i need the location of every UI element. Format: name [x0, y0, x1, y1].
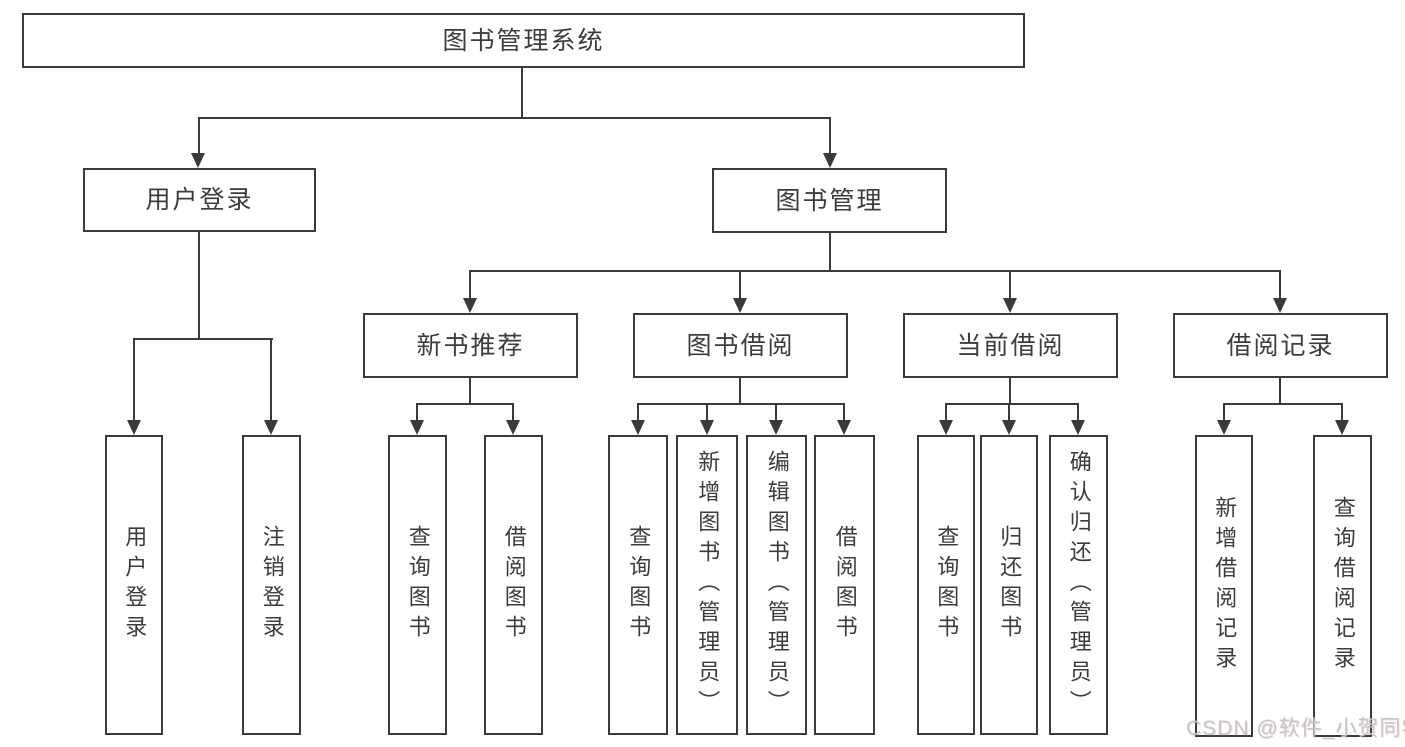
arrowhead-leaf-query-books-2 — [631, 420, 645, 435]
node-borrow-records: 借阅记录 — [1173, 313, 1388, 378]
leaf-edit-book-admin-label: 编辑图书（管理员） — [764, 450, 790, 720]
leaf-query-books-3-label: 查询图书 — [934, 525, 960, 645]
connector-to-leaf-logout — [270, 338, 272, 422]
leaf-add-book-admin-label: 新增图书（管理员） — [695, 450, 721, 720]
arrowhead-leaf-confirm-return — [1071, 420, 1085, 435]
connector-book-borrow-bar — [638, 403, 845, 405]
connector-to-leaf-borrow-books-1 — [512, 403, 514, 422]
leaf-logout: 注销登录 — [242, 435, 301, 735]
arrowhead-leaf-return-book — [1002, 420, 1016, 435]
arrowhead-borrow-records — [1273, 298, 1287, 313]
leaf-borrow-books-1: 借阅图书 — [484, 435, 543, 735]
leaf-borrow-books-1-label: 借阅图书 — [501, 525, 527, 645]
node-new-book-recommend-label: 新书推荐 — [416, 331, 525, 360]
connector-to-user-login — [198, 117, 200, 155]
connector-current-borrow-stem — [1009, 378, 1011, 405]
leaf-add-borrow-record-label: 新增借阅记录 — [1212, 496, 1238, 676]
leaf-add-book-admin: 新增图书（管理员） — [676, 435, 738, 735]
node-user-login: 用户登录 — [83, 168, 316, 232]
csdn-watermark: CSDN @软件_小贺同学 — [1186, 717, 1405, 740]
arrowhead-book-borrow — [733, 298, 747, 313]
connector-user-login-bar — [133, 338, 273, 340]
connector-new-book-stem — [469, 378, 471, 405]
node-borrow-records-label: 借阅记录 — [1226, 331, 1335, 360]
leaf-return-book: 归还图书 — [980, 435, 1038, 735]
connector-to-leaf-borrow-books-2 — [843, 403, 845, 422]
node-root-label: 图书管理系统 — [442, 26, 605, 55]
node-root: 图书管理系统 — [22, 13, 1025, 68]
leaf-query-books-2-label: 查询图书 — [626, 525, 652, 645]
node-book-management: 图书管理 — [712, 168, 947, 233]
leaf-return-book-label: 归还图书 — [997, 525, 1023, 645]
connector-book-management-stem — [829, 232, 831, 272]
connector-book-borrow-stem — [739, 378, 741, 405]
leaf-user-login: 用户登录 — [105, 435, 163, 735]
connector-to-current-borrow — [1009, 270, 1011, 300]
leaf-confirm-return-admin: 确认归还（管理员） — [1049, 435, 1108, 735]
node-current-borrow: 当前借阅 — [903, 313, 1118, 378]
arrowhead-leaf-user-login — [127, 420, 141, 435]
connector-current-borrow-bar — [946, 403, 1079, 405]
node-user-login-label: 用户登录 — [145, 186, 254, 214]
connector-to-leaf-query-books-1 — [416, 403, 418, 422]
leaf-borrow-books-2: 借阅图书 — [814, 435, 875, 735]
arrowhead-book-management — [823, 153, 837, 168]
connector-to-book-management — [829, 117, 831, 155]
connector-to-leaf-query-books-3 — [945, 403, 947, 422]
leaf-query-books-2: 查询图书 — [608, 435, 668, 735]
connector-to-leaf-return-book — [1008, 403, 1010, 422]
arrowhead-leaf-borrow-books-1 — [506, 420, 520, 435]
connector-level3-bar — [470, 270, 1281, 272]
leaf-confirm-return-admin-label: 确认归还（管理员） — [1066, 450, 1092, 720]
node-new-book-recommend: 新书推荐 — [363, 313, 578, 378]
node-book-management-label: 图书管理 — [775, 186, 884, 215]
connector-root-stem — [521, 68, 523, 119]
leaf-borrow-books-2-label: 借阅图书 — [832, 525, 858, 645]
arrowhead-leaf-query-books-3 — [939, 420, 953, 435]
leaf-query-books-1-label: 查询图书 — [405, 525, 431, 645]
node-current-borrow-label: 当前借阅 — [956, 331, 1065, 360]
arrowhead-leaf-logout — [264, 420, 278, 435]
leaf-query-borrow-record-label: 查询借阅记录 — [1330, 496, 1356, 676]
node-book-borrow-label: 图书借阅 — [686, 331, 795, 360]
leaf-add-borrow-record: 新增借阅记录 — [1195, 435, 1253, 737]
connector-to-leaf-user-login — [133, 338, 135, 422]
connector-level2-bar — [198, 117, 831, 119]
connector-to-leaf-edit-book — [775, 403, 777, 422]
leaf-query-books-1: 查询图书 — [388, 435, 447, 735]
connector-to-new-book — [469, 270, 471, 300]
arrowhead-new-book — [463, 298, 477, 313]
leaf-query-books-3: 查询图书 — [917, 435, 975, 735]
connector-user-login-stem — [198, 232, 200, 338]
arrowhead-user-login — [191, 153, 205, 168]
leaf-query-borrow-record: 查询借阅记录 — [1313, 435, 1372, 737]
leaf-user-login-label: 用户登录 — [122, 525, 148, 645]
connector-new-book-bar — [417, 403, 514, 405]
arrowhead-leaf-borrow-books-2 — [837, 420, 851, 435]
node-book-borrow: 图书借阅 — [633, 313, 848, 378]
arrowhead-leaf-add-book — [700, 420, 714, 435]
connector-borrow-records-stem — [1279, 378, 1281, 405]
connector-to-borrow-records — [1279, 270, 1281, 300]
connector-to-leaf-add-record — [1223, 403, 1225, 422]
arrowhead-leaf-query-books-1 — [410, 420, 424, 435]
connector-borrow-records-bar — [1224, 403, 1343, 405]
leaf-logout-label: 注销登录 — [259, 525, 285, 645]
connector-to-leaf-add-book — [706, 403, 708, 422]
arrowhead-leaf-query-record — [1335, 420, 1349, 435]
arrowhead-current-borrow — [1003, 298, 1017, 313]
connector-to-leaf-query-books-2 — [637, 403, 639, 422]
connector-to-book-borrow — [739, 270, 741, 300]
arrowhead-leaf-edit-book — [769, 420, 783, 435]
leaf-edit-book-admin: 编辑图书（管理员） — [746, 435, 807, 735]
connector-to-leaf-query-record — [1341, 403, 1343, 422]
arrowhead-leaf-add-record — [1217, 420, 1231, 435]
connector-to-leaf-confirm-return — [1077, 403, 1079, 422]
